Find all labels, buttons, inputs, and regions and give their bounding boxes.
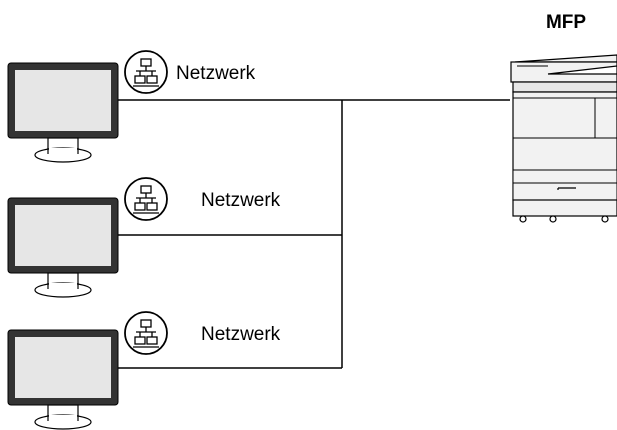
computer-1: Netzwerk [7,50,256,163]
monitor-icon [7,197,119,298]
network-icon [124,177,168,221]
network-icon [124,311,168,355]
network-label: Netzwerk [201,190,281,211]
network-label: Netzwerk [201,324,281,345]
network-wiring [118,99,510,369]
monitor-icon [7,329,119,430]
computer-2: Netzwerk [7,177,281,298]
monitor-icon [7,62,119,163]
network-label: Netzwerk [176,63,256,84]
computer-3: Netzwerk [7,311,281,430]
mfp-device: MFP [510,12,617,223]
network-icon [124,50,168,94]
mfp-label: MFP [546,12,586,33]
mfp-printer-icon [510,54,617,223]
